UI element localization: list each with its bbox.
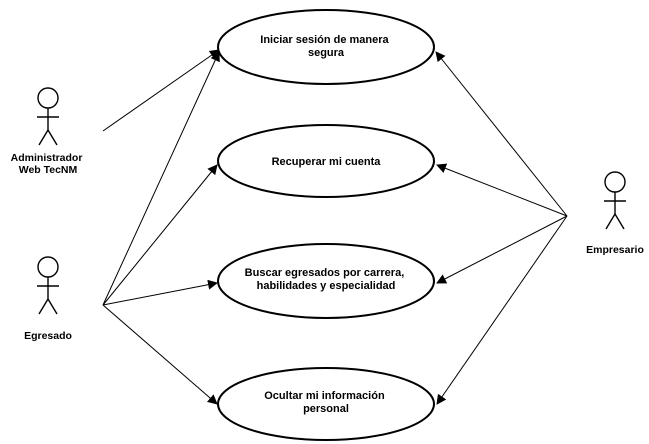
associations — [102, 49, 568, 405]
svg-text:Egresado: Egresado — [24, 330, 72, 342]
association-empresario-recover — [436, 163, 568, 217]
svg-text:Empresario: Empresario — [586, 244, 644, 256]
use-case-hide-line-1: Ocultar mi información — [264, 390, 385, 402]
actor-admin-label-line-1: Administrador — [11, 152, 83, 164]
actor-empresario-label-line-1: Empresario — [586, 244, 644, 256]
use-case-recover[interactable]: Recuperar mi cuenta — [217, 124, 435, 198]
use-case-login[interactable]: Iniciar sesión de manera segura — [217, 9, 435, 85]
use-case-search[interactable]: Buscar egresados por carrera, habilidade… — [217, 243, 435, 319]
association-empresario-search — [436, 215, 568, 284]
actor-egresado[interactable]: Egresado — [24, 256, 72, 342]
actor-egresado-label-line-1: Egresado — [24, 330, 72, 342]
use-case-hide-line-2: personal — [303, 403, 349, 415]
association-egresado-login — [102, 51, 220, 306]
use-case-search-line-1: Buscar egresados por carrera, — [245, 267, 405, 279]
use-case-login-line-1: Iniciar sesión de manera — [260, 34, 389, 46]
actor-admin-label-line-2: Web TecNM — [19, 164, 78, 176]
association-egresado-hide — [102, 304, 218, 405]
use-case-hide[interactable]: Ocultar mi información personal — [217, 367, 435, 441]
association-egresado-recover — [102, 164, 218, 306]
actor-empresario[interactable]: Empresario — [586, 171, 644, 256]
stick-figure-icon — [37, 87, 59, 146]
actor-admin[interactable]: Administrador Web TecNM — [11, 87, 86, 176]
association-egresado-search — [102, 279, 218, 306]
stick-figure-icon — [37, 256, 59, 315]
use-case-recover-line-1: Recuperar mi cuenta — [272, 156, 382, 168]
stick-figure-icon — [604, 171, 626, 230]
svg-text:Recuperar mi cuenta: Recuperar mi cuenta — [272, 156, 382, 168]
use-case-search-line-2: habilidades y especialidad — [257, 280, 396, 292]
use-case-login-line-2: segura — [308, 47, 345, 59]
association-empresario-login — [435, 51, 568, 217]
svg-text:Administrador Web TecNM: Administrador Web TecNM — [11, 152, 86, 176]
svg-text:Ocultar mi información p: Ocultar mi información personal — [264, 390, 387, 415]
association-empresario-hide — [436, 215, 568, 405]
svg-text:Iniciar sesión de manera: Iniciar sesión de manera segura — [260, 34, 391, 59]
svg-text:Buscar egresados por carrera,: Buscar egresados por carrera, habilidade… — [245, 267, 408, 292]
association-admin-login — [102, 49, 220, 132]
